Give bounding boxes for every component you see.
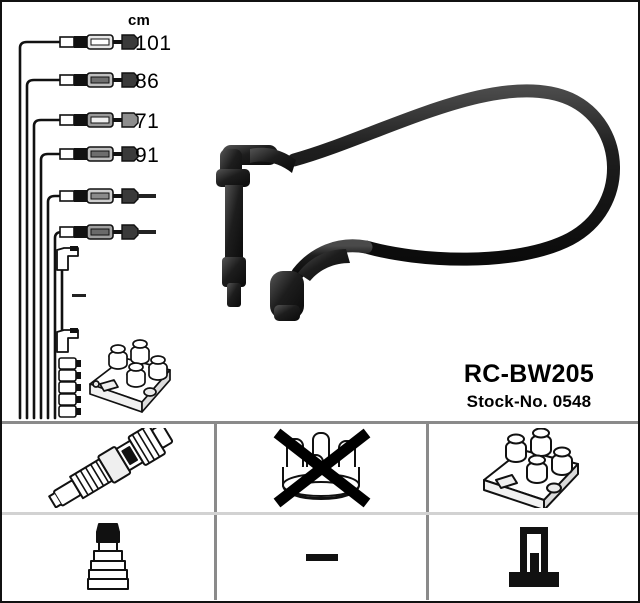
panel-cell-coil-pack [426, 424, 638, 512]
panel-row-2 [2, 512, 638, 600]
main-diagram-area: cm [2, 2, 638, 421]
panel-cell-rubber-boot [2, 515, 214, 600]
ignition-coil-pack-icon [482, 428, 579, 508]
ignition-cable-harness-schematic [18, 34, 171, 420]
empty-dash-icon [305, 554, 338, 561]
unit-header: cm [128, 12, 151, 29]
distributor-cap-icon [273, 428, 370, 508]
exclusion-cross-icon [273, 428, 370, 508]
harness-connectors [59, 34, 139, 240]
cable-boot-straight [216, 145, 278, 307]
spark-plug-icon [48, 428, 174, 508]
length-label-6 [138, 230, 156, 234]
product-code: RC-BW205 [463, 360, 595, 388]
panel-row-1 [2, 424, 638, 512]
harness-end-terminals [58, 357, 81, 418]
cable-boot-elbow-lower [270, 249, 350, 321]
rubber-boot-icon [87, 522, 129, 590]
cable-boot-elbow-upper [250, 147, 296, 173]
length-label-2: 86 [135, 70, 160, 93]
panel-cell-distributor-cap [214, 424, 426, 512]
length-label-3: 71 [135, 110, 160, 133]
length-label-7 [72, 294, 86, 297]
length-label-4: 91 [135, 144, 160, 167]
ignition-coil-pack [89, 339, 171, 413]
panel-cell-empty [214, 515, 426, 600]
length-label-1: 101 [135, 32, 172, 55]
panel-cell-spark-plug [2, 424, 214, 512]
terminal-connector-icon [508, 526, 559, 587]
length-label-5 [138, 194, 156, 198]
ignition-cable-photo [216, 84, 620, 321]
panel-cell-terminal [426, 515, 638, 600]
product-stock-number: Stock-No. 0548 [466, 392, 592, 411]
component-panel-grid [2, 421, 638, 601]
standalone-short-cable [56, 246, 79, 353]
